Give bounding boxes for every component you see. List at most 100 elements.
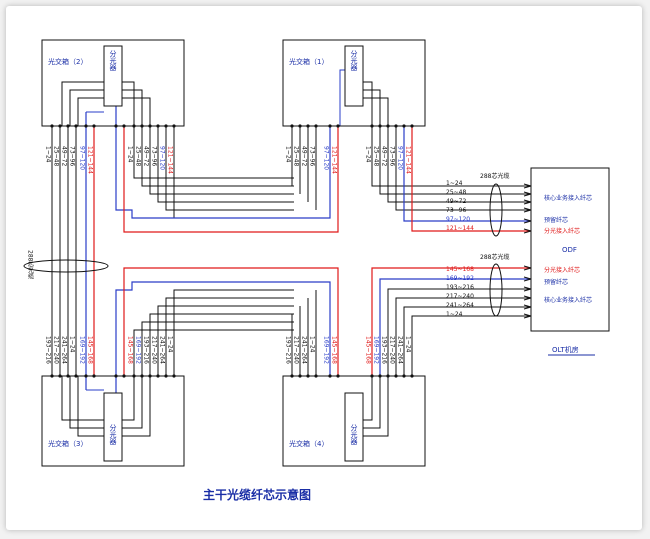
core-top-1: 25~48 <box>446 189 466 196</box>
vertical-core-label: 1~24 <box>69 336 76 353</box>
wire-59 <box>411 315 531 376</box>
vertical-core-label: 25~48 <box>53 146 60 166</box>
splitter-box-3 <box>103 392 123 462</box>
vertical-core-label: 49~72 <box>61 146 68 166</box>
core-top-2: 49~72 <box>446 198 466 205</box>
wire-34 <box>173 289 294 376</box>
core-bottom-5: 1~24 <box>446 311 463 318</box>
cabinet-label-1: 光交箱（1） <box>289 57 328 66</box>
wire-45 <box>379 126 531 195</box>
wire-26 <box>122 81 135 126</box>
wire-57 <box>395 297 531 376</box>
vertical-core-label: 217~240 <box>389 336 396 364</box>
diagram-title: 主干光缆纤芯示意图 <box>203 487 311 502</box>
vertical-core-label: 97~120 <box>323 146 330 170</box>
wire-50 <box>363 81 373 126</box>
vertical-core-label: 193~216 <box>143 336 150 364</box>
wire-41 <box>122 376 135 421</box>
vertical-core-label: 145~168 <box>127 336 134 364</box>
vertical-core-label: 1~24 <box>167 336 174 353</box>
wire-39 <box>115 281 331 393</box>
wire-48 <box>403 126 531 222</box>
wire-55 <box>379 278 531 376</box>
wire-52 <box>363 97 389 126</box>
vertical-core-label: 121~144 <box>331 146 338 174</box>
vertical-core-label: 25~48 <box>135 146 142 166</box>
vertical-core-label: 1~24 <box>45 146 52 163</box>
vertical-core-label: 25~48 <box>373 146 380 166</box>
vertical-core-label: 217~240 <box>293 336 300 364</box>
vertical-core-label: 145~168 <box>365 336 372 364</box>
vertical-core-label: 193~216 <box>381 336 388 364</box>
wire-53 <box>339 69 345 126</box>
wire-10 <box>61 376 104 421</box>
core-top-4: 97~120 <box>446 216 470 223</box>
wire-16 <box>149 126 294 195</box>
wire-47 <box>395 126 531 211</box>
vertical-core-label: 121~144 <box>167 146 174 174</box>
wire-7 <box>69 89 104 126</box>
splitter-label-4: 分光器 <box>350 423 358 446</box>
core-bottom-3: 217~240 <box>446 293 474 300</box>
wire-12 <box>77 376 104 437</box>
vertical-core-label: 145~168 <box>87 336 94 364</box>
cabinet-box-3: 光交箱（3） 分光器 <box>41 375 185 467</box>
vertical-core-label: 49~72 <box>143 146 150 166</box>
vertical-core-label: 97~120 <box>79 146 86 170</box>
odf-top-label-2: 分光接入纤芯 <box>544 227 580 235</box>
wire-51 <box>363 89 381 126</box>
cabinet-box-4: 光交箱（4） 分光器 <box>282 375 426 467</box>
core-bottom-4: 241~264 <box>446 302 474 309</box>
cabinet-box-2: 光交箱（2） 分光器 <box>41 39 185 127</box>
wire-25 <box>123 126 339 233</box>
wire-40 <box>123 267 339 376</box>
vertical-core-label: 193~216 <box>285 336 292 364</box>
splitter-label-3: 分光器 <box>109 423 117 446</box>
odf-bottom-label-2: 核心业务接入纤芯 <box>544 296 592 304</box>
vertical-core-label: 1~24 <box>309 336 316 353</box>
vertical-core-label: 1~24 <box>127 146 134 163</box>
vertical-core-label: 217~240 <box>53 336 60 364</box>
vertical-core-label: 1~24 <box>365 146 372 163</box>
vertical-core-label: 73~96 <box>389 146 396 166</box>
vertical-core-label: 217~240 <box>151 336 158 364</box>
vertical-core-label: 169~192 <box>79 336 86 364</box>
wire-56 <box>387 288 531 376</box>
vertical-core-label: 73~96 <box>309 146 316 166</box>
vertical-core-label: 241~264 <box>159 336 166 364</box>
core-bottom-2: 193~216 <box>446 284 474 291</box>
vertical-core-label: 73~96 <box>151 146 158 166</box>
vertical-core-label: 1~24 <box>285 146 292 163</box>
odf-label: ODF <box>562 246 577 254</box>
wire-18 <box>165 126 294 211</box>
cable-label-top: 288芯光缆 <box>480 172 509 180</box>
cable-ellipse-top <box>489 183 503 237</box>
vertical-core-label: 241~264 <box>397 336 404 364</box>
wire-61 <box>363 376 381 429</box>
cable-ellipse-left <box>23 259 109 273</box>
wire-15 <box>141 126 294 187</box>
vertical-core-label: 25~48 <box>293 146 300 166</box>
core-labels-bottom: 145~168 169~192 193~216 217~240 241~264 … <box>446 266 474 318</box>
core-labels-top: 1~24 25~48 49~72 73~96 97~120 121~144 <box>446 180 474 232</box>
core-bottom-1: 169~192 <box>446 275 474 282</box>
vertical-core-label: 1~24 <box>405 336 412 353</box>
wire-28 <box>122 97 151 126</box>
cable-label-left: 288芯光缆 <box>27 250 34 281</box>
vertical-core-label: 49~72 <box>381 146 388 166</box>
vertical-core-label: 121~144 <box>87 146 94 174</box>
vertical-core-label: 49~72 <box>301 146 308 166</box>
wire-30 <box>141 321 294 376</box>
vertical-core-label: 121~144 <box>405 146 412 174</box>
vertical-core-label: 169~192 <box>135 336 142 364</box>
core-top-0: 1~24 <box>446 180 463 187</box>
wire-14 <box>133 126 294 179</box>
wire-54 <box>371 267 531 376</box>
vertical-core-label: 241~264 <box>61 336 68 364</box>
wire-60 <box>363 376 373 421</box>
wire-6 <box>61 81 104 126</box>
vertical-core-label: 169~192 <box>323 336 330 364</box>
cabinet-label-4: 光交箱（4） <box>289 439 328 448</box>
splitter-label-2: 分光器 <box>109 49 117 72</box>
